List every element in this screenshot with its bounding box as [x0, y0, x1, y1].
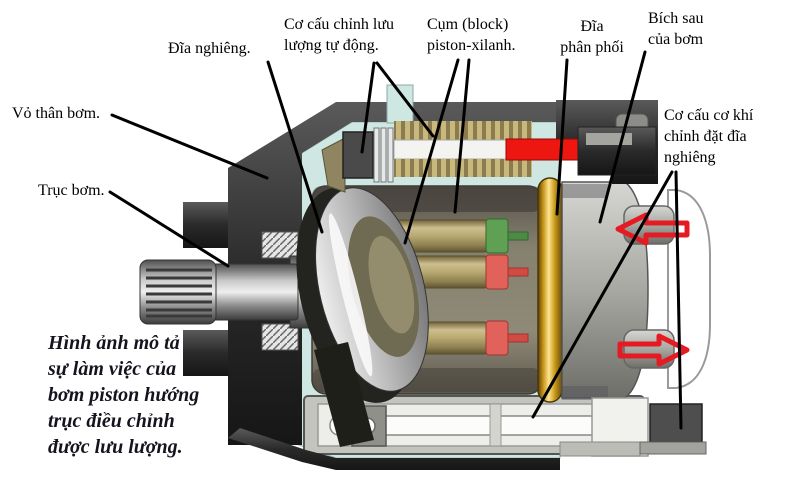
swash-plate-arm — [314, 342, 374, 447]
control-rod — [393, 139, 509, 160]
piston-tip-green — [485, 218, 509, 254]
leader-vo-than-bom — [110, 113, 269, 180]
shaft-bearing-top — [261, 231, 299, 259]
control-spring-bottom — [394, 159, 532, 177]
label-cum-block: Cụm (block) piston-xilanh. — [427, 16, 516, 54]
leader-cum-block-a — [403, 58, 460, 245]
leader-chinh-luu-b — [375, 61, 435, 138]
label-co-cau-co-khi: Cơ cấu cơ khí chỉnh đặt đĩa nghiêng — [664, 107, 754, 166]
leader-co-khi-a — [531, 170, 674, 419]
leader-dia-phan-phoi — [555, 58, 569, 216]
swash-setting-mechanism — [303, 395, 645, 455]
label-truc-bom: Trục bơm. — [38, 182, 105, 199]
figure-caption: Hình ảnh mô tả sự làm việc của bơm pisto… — [48, 332, 200, 458]
leader-cum-block-b — [453, 58, 471, 214]
piston-tip-red — [485, 320, 509, 356]
leader-truc-bom — [108, 190, 230, 268]
label-co-cau-chinh-luu: Cơ cấu chỉnh lưu lượng tự động. — [284, 16, 394, 54]
flow-arrow-right-icon — [617, 333, 690, 367]
leader-chinh-luu-a — [360, 61, 376, 154]
leader-bich-sau — [598, 50, 647, 224]
rear-flange — [561, 181, 675, 400]
label-dia-nghieng: Đĩa nghiêng. — [168, 40, 251, 57]
label-vo-than-bom: Vỏ thân bơm. — [12, 105, 101, 122]
rear-bottom-fittings — [559, 397, 707, 457]
leader-lines — [108, 50, 683, 430]
mounting-ear-bottom — [183, 330, 228, 376]
adjuster-block — [342, 131, 374, 179]
leader-dia-nghieng — [266, 60, 324, 234]
leader-co-khi-b — [674, 170, 683, 430]
label-dia-phan-phoi: Đĩa phân phối — [560, 18, 624, 56]
label-bich-sau: Bích sau của bơm — [648, 10, 704, 48]
housing-bottom-band — [228, 428, 560, 470]
mounting-ear-top — [183, 202, 228, 248]
piston-tip-red — [485, 254, 509, 290]
control-piston-red — [505, 138, 581, 161]
